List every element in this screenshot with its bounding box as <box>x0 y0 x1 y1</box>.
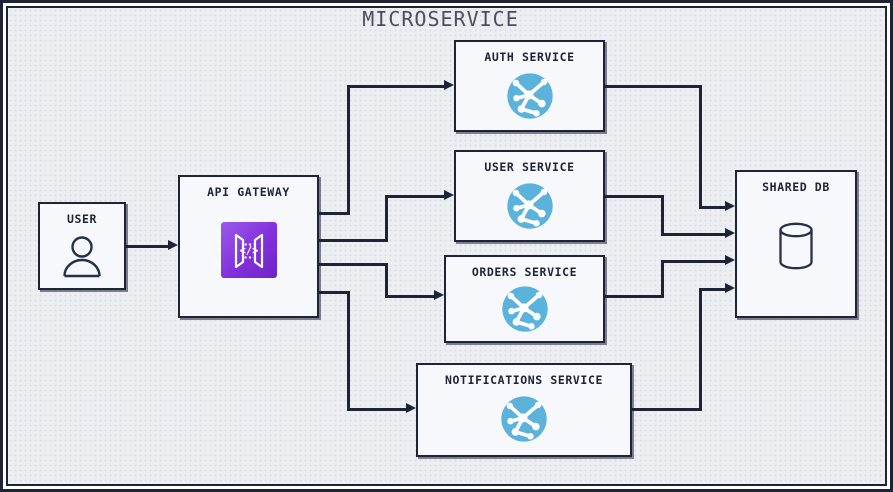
network-globe-icon <box>497 392 551 446</box>
api-gateway-icon: </> <box>220 222 277 278</box>
node-shared-db[interactable]: SHARED DB <box>735 170 857 318</box>
node-shared-db-label: SHARED DB <box>762 180 830 194</box>
node-user-service[interactable]: USER SERVICE <box>454 150 605 242</box>
node-orders-service-label: ORDERS SERVICE <box>471 265 578 279</box>
node-notifications-service[interactable]: NOTIFICATIONS SERVICE <box>416 363 632 457</box>
page-title: MICROSERVICE <box>362 7 519 31</box>
network-globe-icon <box>498 282 552 336</box>
node-api-gateway-label: API GATEWAY <box>207 185 290 199</box>
user-person-icon <box>58 232 106 280</box>
svg-text:</>: </> <box>239 245 258 257</box>
node-user-service-label: USER SERVICE <box>484 160 575 174</box>
node-user[interactable]: USER <box>38 202 126 290</box>
network-globe-icon <box>503 179 557 233</box>
node-orders-service[interactable]: ORDERS SERVICE <box>444 255 605 343</box>
node-auth-service[interactable]: AUTH SERVICE <box>454 40 605 132</box>
node-api-gateway[interactable]: API GATEWAY </> <box>178 175 319 318</box>
network-globe-icon <box>503 69 557 123</box>
node-user-label: USER <box>66 212 98 226</box>
node-notifications-service-label: NOTIFICATIONS SERVICE <box>445 373 603 387</box>
node-auth-service-label: AUTH SERVICE <box>484 50 575 64</box>
database-cylinder-icon <box>774 220 818 272</box>
